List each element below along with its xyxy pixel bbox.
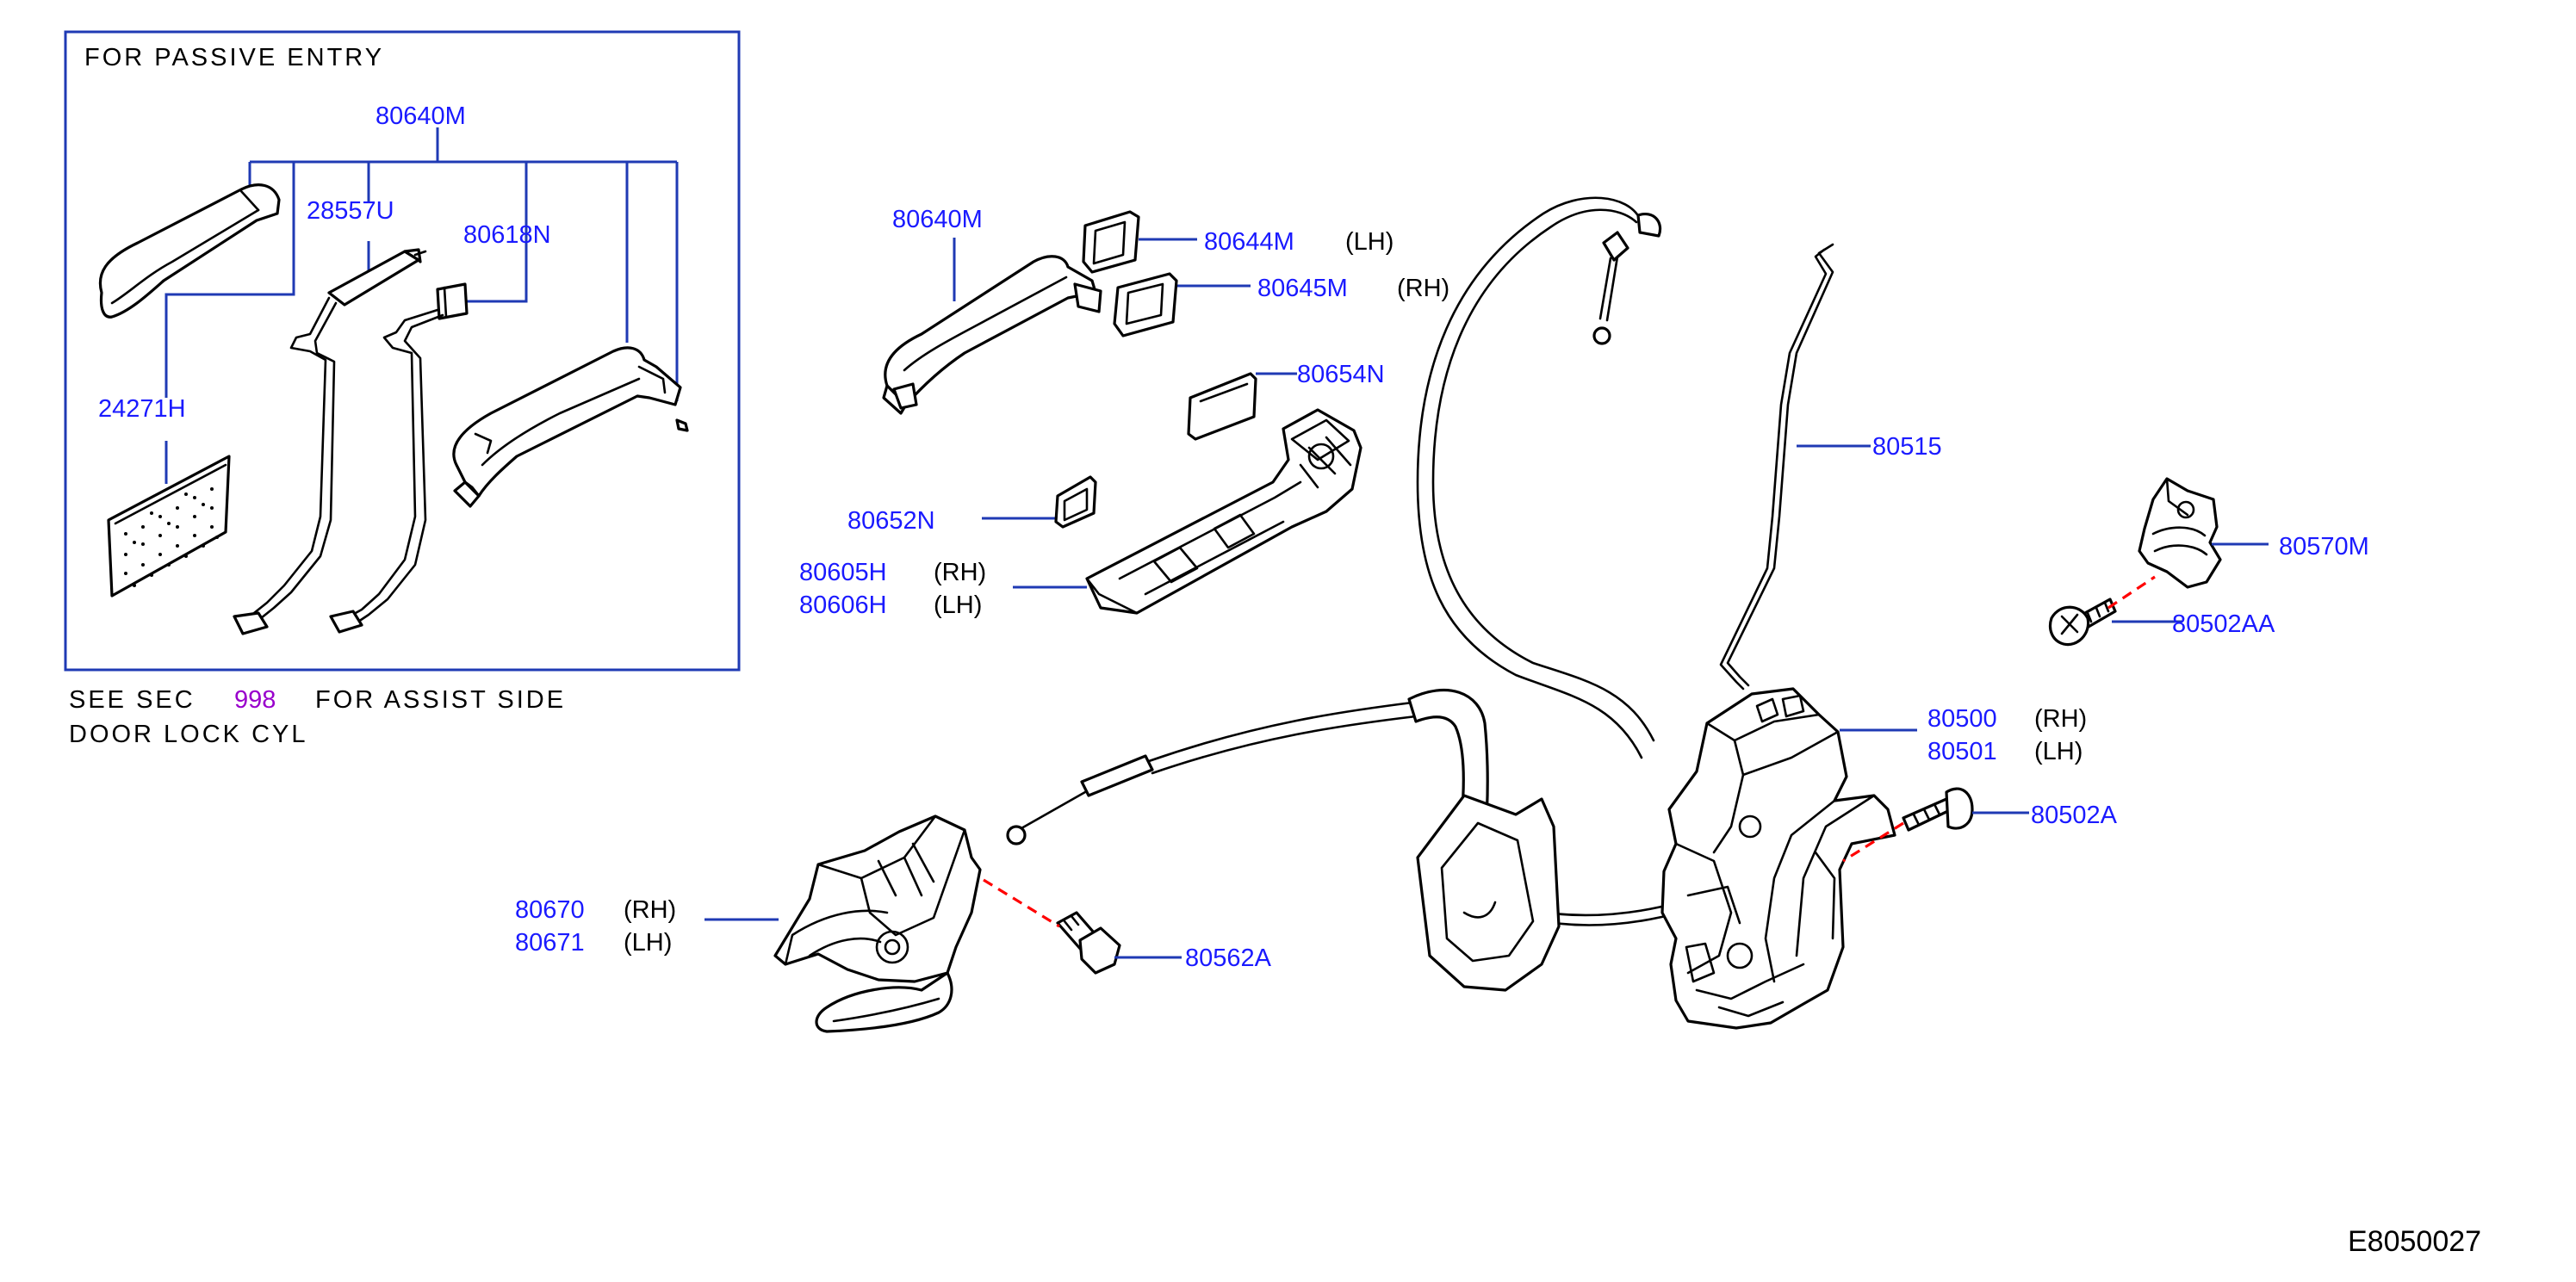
side-label-inside-handle-lh: (LH) <box>624 929 673 957</box>
part-label-outside-handle[interactable]: 80640M <box>892 206 983 233</box>
part-label-lock-rod[interactable]: 80515 <box>1872 433 1942 461</box>
inside-handle-bolt <box>1056 911 1121 975</box>
side-label-lock-lh: (LH) <box>2034 738 2083 765</box>
lock-rod-80515 <box>1719 243 1834 691</box>
inset-sensor-harness <box>233 248 427 635</box>
passive-entry-inset-frame <box>64 30 741 672</box>
cable-guide-clip <box>1416 794 1561 992</box>
part-label-inside-handle-rh[interactable]: 80670 <box>515 896 585 924</box>
side-label-bracket-lh: (LH) <box>934 591 983 619</box>
side-label-cap-lh: (LH) <box>1345 228 1394 256</box>
fastener-axes <box>983 575 2156 928</box>
part-label-bracket-lh[interactable]: 80606H <box>799 591 887 619</box>
side-label-bracket-rh: (RH) <box>934 559 987 586</box>
see-section-note-prefix: SEE SEC <box>69 686 196 714</box>
inset-key-card <box>107 455 231 598</box>
part-label-inset-card[interactable]: 24271H <box>98 395 186 423</box>
striker-bolt <box>2048 598 2117 647</box>
see-section-note-line2: DOOR LOCK CYL <box>69 721 308 748</box>
inset-leaders <box>164 127 679 484</box>
part-label-striker[interactable]: 80570M <box>2279 533 2369 560</box>
rear-gasket <box>1054 475 1097 529</box>
handle-bracket <box>1085 408 1362 615</box>
part-label-inset-sensor[interactable]: 28557U <box>307 197 394 225</box>
inset-outside-handle-2 <box>452 346 689 508</box>
part-label-lock-screw[interactable]: 80502A <box>2031 802 2117 829</box>
inside-handle-cable <box>1006 688 1681 926</box>
part-label-lock-rh[interactable]: 80500 <box>1927 705 1997 733</box>
part-label-inset-main[interactable]: 80640M <box>376 102 466 130</box>
inset-switch-harness <box>329 282 469 634</box>
part-label-front-gasket[interactable]: 80654N <box>1297 361 1385 388</box>
front-gasket <box>1187 372 1257 441</box>
inset-outside-handle-1 <box>98 183 281 319</box>
side-label-inside-handle-rh: (RH) <box>624 896 677 924</box>
door-lock-actuator <box>1660 687 1896 1030</box>
side-label-lock-rh: (RH) <box>2034 705 2088 733</box>
part-label-inset-switch[interactable]: 80618N <box>463 221 551 249</box>
part-label-striker-bolt[interactable]: 80502AA <box>2172 610 2275 638</box>
inside-door-handle <box>773 814 982 1033</box>
figure-id: E8050027 <box>2348 1225 2482 1258</box>
outside-handle-cable <box>1416 196 1662 759</box>
side-label-cap-rh: (RH) <box>1397 275 1450 302</box>
outside-door-handle <box>882 255 1102 415</box>
leaders-outside-handle <box>953 238 1297 589</box>
part-label-cap-lh[interactable]: 80644M <box>1204 228 1294 256</box>
part-label-inside-handle-lh[interactable]: 80671 <box>515 929 585 957</box>
part-label-rear-gasket[interactable]: 80652N <box>847 507 935 535</box>
handle-cap-rh <box>1113 272 1178 338</box>
see-section-note-suffix: FOR ASSIST SIDE <box>315 686 567 714</box>
leaders-right <box>705 444 2269 959</box>
lock-screw <box>1902 787 1974 832</box>
inset-title: FOR PASSIVE ENTRY <box>84 44 385 71</box>
part-label-bracket-rh[interactable]: 80605H <box>799 559 887 586</box>
handle-cap-lh <box>1082 210 1140 274</box>
door-striker <box>2138 477 2222 589</box>
part-label-inside-bolt[interactable]: 80562A <box>1185 944 1271 972</box>
section-link[interactable]: 998 <box>234 686 276 714</box>
part-label-lock-lh[interactable]: 80501 <box>1927 738 1997 765</box>
part-label-cap-rh[interactable]: 80645M <box>1257 275 1348 302</box>
